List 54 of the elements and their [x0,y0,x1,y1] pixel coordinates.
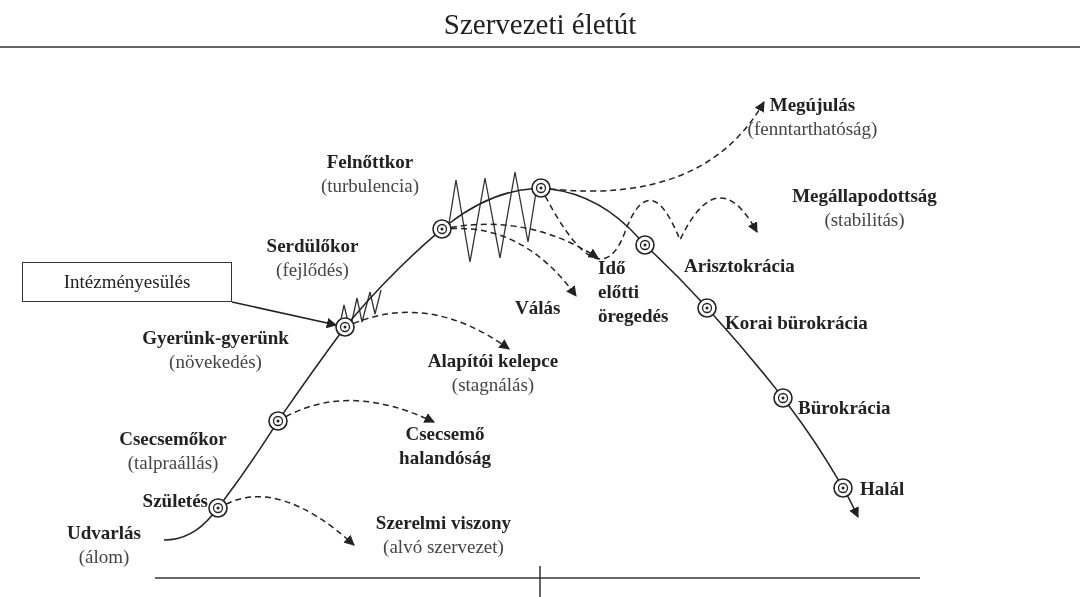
stage-marker [208,498,228,518]
dashed-arrow [352,311,510,350]
life-curve [650,250,702,303]
stage-name: Korai bürokrácia [725,311,869,335]
dashed-arrow [549,101,765,192]
stage-name: Csecsemő halandóság [398,422,492,470]
life-curve [222,427,274,502]
stage-marker [335,317,355,337]
stage-description: (álom) [77,545,131,569]
arrow [231,301,338,329]
life-curve [163,514,214,541]
stage-name: Arisztokrácia [684,254,796,278]
dashed-arrow [544,195,758,260]
label-box: Intézményesülés [22,262,232,302]
stage-name: Gyerünk-gyerünk [141,326,290,350]
stage-description: (fejlődés) [275,258,350,282]
dashed-arrow [450,223,599,259]
stage-name: Halál [860,477,906,501]
stage-name: Alapítói kelepce [426,349,560,373]
stage-description: (turbulencia) [319,174,421,198]
stage-marker [268,411,288,431]
life-curve [787,404,840,481]
stage-marker [833,478,853,498]
stage-marker [697,298,717,318]
stage-name: Válás [515,296,562,320]
dashed-arrow [225,496,355,546]
stage-marker [432,219,452,239]
stage-name: Szerelmi viszony [374,511,513,535]
stage-description: (stagnálás) [450,373,536,397]
life-curve [448,187,533,225]
stage-name: Udvarlás [66,521,142,545]
life-curve [350,234,436,321]
stage-name: Serdülőkor [265,234,360,258]
stage-description: (stabilitás) [823,208,906,232]
stage-name: Megállapodottság [791,184,938,208]
stage-description: (talpraállás) [126,451,220,475]
diagram-title: Szervezeti életút [442,8,638,41]
stage-name: Megújulás [768,93,857,117]
stage-marker [531,178,551,198]
dashed-arrow [450,227,577,297]
stage-name: Születés [141,489,208,513]
stage-description: (alvó szervezet) [382,535,505,559]
life-curve [282,333,341,415]
stage-name: Felnőttkor [325,150,415,174]
stage-marker [773,388,793,408]
stage-description: (növekedés) [168,350,263,374]
arrow [846,495,859,518]
stage-name: Idő előtti öregedés [598,256,669,328]
stage-description: (fenntarthatóság) [746,117,879,141]
stage-name: Bürokrácia [798,396,892,420]
life-curve [712,313,779,392]
stage-marker [635,235,655,255]
dashed-arrow [285,399,435,423]
stage-name: Csecsemőkor [118,427,228,451]
